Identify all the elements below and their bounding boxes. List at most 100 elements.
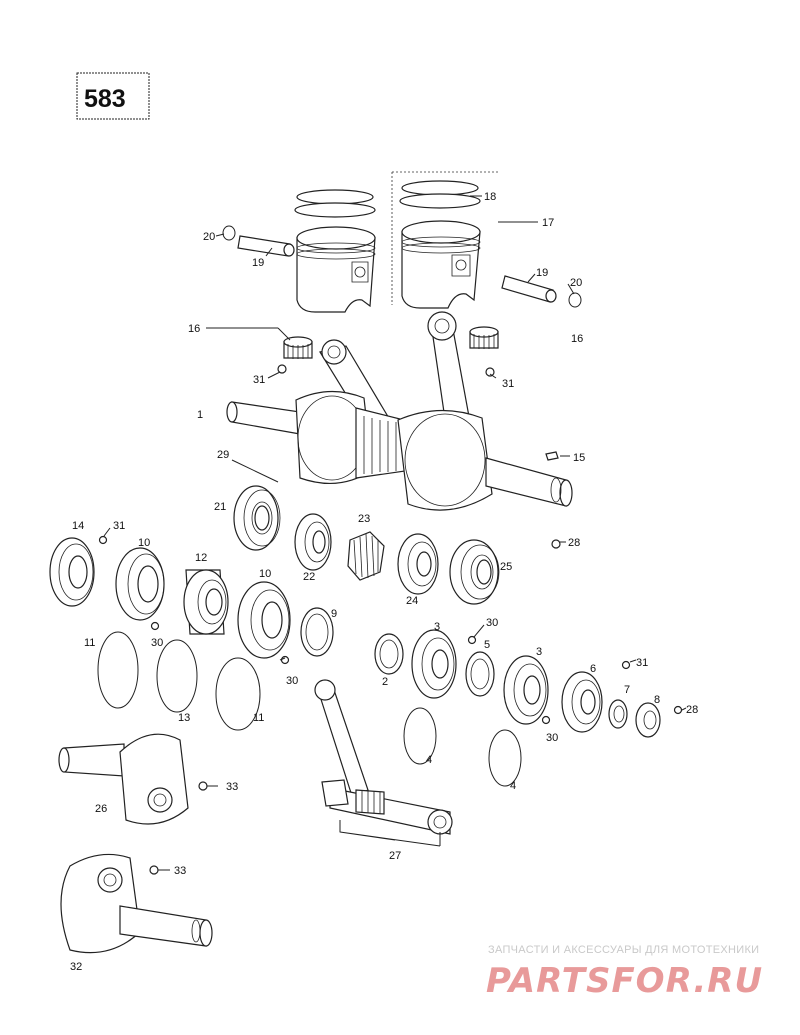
label-10b: 10 [259, 568, 271, 580]
label-22: 22 [303, 571, 315, 583]
bearing-3a [411, 629, 457, 699]
label-12: 12 [195, 552, 207, 564]
label-20a: 20 [203, 231, 215, 243]
label-28a: 28 [568, 537, 580, 549]
label-31b: 31 [502, 378, 514, 390]
label-15: 15 [573, 452, 585, 464]
label-33b: 33 [174, 865, 186, 877]
label-25: 25 [500, 561, 512, 573]
label-31c: 31 [113, 520, 125, 532]
label-30d: 30 [546, 732, 558, 744]
label-6: 6 [590, 663, 596, 675]
nut-28b [673, 705, 683, 715]
bearing-10b [237, 581, 291, 659]
label-18: 18 [484, 191, 496, 203]
seal-ring-24 [397, 533, 439, 595]
label-9: 9 [331, 608, 337, 620]
piston-group-frame [391, 171, 500, 305]
piston-left [296, 226, 376, 313]
piston-ring-right [399, 180, 481, 209]
bearing-3b [503, 655, 549, 725]
label-23: 23 [358, 513, 370, 525]
label-27: 27 [389, 850, 401, 862]
dowel-pin-31b [485, 367, 495, 377]
label-14: 14 [72, 520, 84, 532]
o-ring-4a [403, 707, 437, 765]
needle-bearing-right [469, 326, 499, 349]
nut-33b [149, 865, 159, 875]
label-28b: 28 [686, 704, 698, 716]
label-16a: 16 [188, 323, 200, 335]
label-17: 17 [542, 217, 554, 229]
label-30a: 30 [151, 637, 163, 649]
seal-ring-22 [294, 513, 332, 571]
ring-5 [465, 651, 495, 697]
label-2: 2 [382, 676, 388, 688]
seal-8 [635, 702, 661, 738]
label-31d: 31 [636, 657, 648, 669]
label-4a: 4 [426, 754, 432, 766]
label-19b: 19 [536, 267, 548, 279]
needle-bearing-left [283, 336, 313, 359]
label-3b: 3 [536, 646, 542, 658]
page-number: 583 [84, 85, 126, 113]
piston-right [401, 220, 481, 309]
label-11b: 11 [253, 712, 264, 724]
watermark-logo: PARTSFOR.RU [486, 961, 763, 1001]
label-24: 24 [406, 595, 418, 607]
crank-half-26 [58, 733, 189, 825]
pin-30c [467, 635, 477, 645]
circlip-right [568, 292, 582, 308]
label-30b: 30 [286, 675, 298, 687]
label-10a: 10 [138, 537, 150, 549]
watermark-tagline: ЗАПЧАСТИ И АКСЕССУАРЫ ДЛЯ МОТОТЕХНИКИ [488, 944, 759, 956]
crank-half-32 [60, 853, 213, 954]
label-8: 8 [654, 694, 660, 706]
label-5: 5 [484, 639, 490, 651]
pin-30d [541, 715, 551, 725]
piston-pin-left [237, 235, 295, 257]
piston-pin-right [501, 275, 557, 303]
piston-ring-left [294, 189, 376, 218]
label-3a: 3 [434, 621, 440, 633]
watermark: ЗАПЧАСТИ И АКСЕССУАРЫ ДЛЯ МОТОТЕХНИКИ PA… [486, 944, 763, 1001]
label-29: 29 [217, 449, 229, 461]
label-32: 32 [70, 961, 82, 973]
ring-2 [374, 633, 404, 675]
pin-30a [150, 621, 160, 631]
ring-7 [608, 699, 628, 729]
label-26: 26 [95, 803, 107, 815]
pin-30b [280, 655, 290, 665]
label-11a: 11 [84, 637, 95, 649]
label-4b: 4 [510, 780, 516, 792]
leader-lines [103, 195, 687, 871]
ball-bearing-21 [233, 485, 281, 551]
circlip-left [222, 225, 236, 241]
conrod-assembly-27 [314, 679, 453, 835]
label-19a: 19 [252, 257, 264, 269]
label-16b: 16 [571, 333, 583, 345]
bracket-27 [339, 820, 441, 847]
nut-28a [551, 539, 561, 549]
bearing-10a [115, 547, 165, 621]
o-ring-11a [97, 631, 139, 709]
page-number-box: 583 [76, 72, 150, 120]
oil-seal-6 [561, 671, 603, 733]
o-ring-11b [215, 657, 261, 731]
woodruff-key [545, 451, 559, 461]
label-13: 13 [178, 712, 190, 724]
label-1: 1 [197, 409, 203, 421]
label-33a: 33 [226, 781, 238, 793]
label-7: 7 [624, 684, 630, 696]
ball-bearing-12 [183, 569, 229, 635]
ball-bearing-25 [449, 539, 500, 605]
pinion-gear-23 [347, 531, 385, 581]
label-21: 21 [214, 501, 226, 513]
pin-31c [98, 535, 108, 545]
part-labels: 18 17 20 19 19 20 16 16 31 31 1 15 29 21… [70, 191, 698, 973]
dowel-pin-31a [277, 364, 287, 374]
label-31a: 31 [253, 374, 265, 386]
crankshaft-assembly [226, 311, 573, 511]
o-ring-13 [156, 639, 198, 713]
